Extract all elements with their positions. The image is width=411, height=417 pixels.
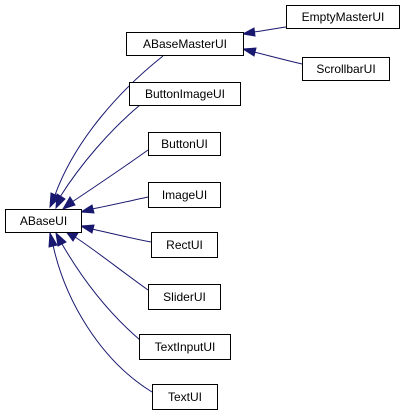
node-abasemasterui[interactable]: ABaseMasterUI bbox=[126, 32, 244, 56]
node-textinputui-label: TextInputUI bbox=[155, 340, 216, 354]
node-buttonui-label: ButtonUI bbox=[161, 137, 208, 151]
node-buttonimageui[interactable]: ButtonImageUI bbox=[129, 82, 241, 106]
edge-buttonimageui-to-abaseui bbox=[59, 104, 141, 198]
node-abaseui[interactable]: ABaseUI bbox=[5, 209, 82, 233]
node-scrollbarui-label: ScrollbarUI bbox=[316, 62, 375, 76]
node-abasemasterui-label: ABaseMasterUI bbox=[143, 37, 227, 51]
node-emptymasterui[interactable]: EmptyMasterUI bbox=[286, 5, 400, 29]
node-textui-label: TextUI bbox=[168, 390, 202, 404]
arrowhead-textui bbox=[48, 231, 58, 248]
node-sliderui[interactable]: SliderUI bbox=[148, 284, 221, 310]
node-sliderui-label: SliderUI bbox=[163, 290, 206, 304]
node-buttonui[interactable]: ButtonUI bbox=[148, 132, 221, 156]
edge-scrollbarui-to-abasemasterui bbox=[253, 51, 303, 65]
edge-imageui-to-abaseui bbox=[91, 196, 149, 210]
arrowhead-buttonimageui bbox=[55, 193, 66, 210]
edge-textui-to-abaseui bbox=[52, 244, 153, 393]
node-rectui-label: RectUI bbox=[166, 238, 203, 252]
edge-emptymasterui-to-abasemasterui bbox=[253, 26, 287, 33]
node-textui[interactable]: TextUI bbox=[152, 384, 218, 410]
arrowhead-imageui bbox=[79, 204, 95, 214]
edge-buttonui-to-abaseui bbox=[71, 149, 149, 203]
node-emptymasterui-label: EmptyMasterUI bbox=[302, 10, 385, 24]
node-scrollbarui[interactable]: ScrollbarUI bbox=[302, 57, 390, 81]
arrowhead-rectui bbox=[79, 224, 95, 234]
node-buttonimageui-label: ButtonImageUI bbox=[145, 87, 225, 101]
node-rectui[interactable]: RectUI bbox=[151, 232, 218, 258]
arrowhead-buttonui bbox=[61, 196, 76, 210]
edge-abasemasterui-to-abaseui bbox=[54, 55, 164, 196]
edge-textinputui-to-abaseui bbox=[61, 243, 141, 341]
arrowhead-emptymasterui bbox=[241, 27, 256, 37]
arrowhead-textinputui bbox=[55, 231, 67, 247]
edge-rectui-to-abaseui bbox=[91, 228, 152, 243]
nodes: ABaseUI ABaseMasterUI EmptyMasterUI Scro… bbox=[5, 5, 400, 410]
arrowhead-scrollbarui bbox=[241, 47, 257, 57]
node-imageui-label: ImageUI bbox=[162, 188, 207, 202]
node-abaseui-label: ABaseUI bbox=[20, 214, 67, 228]
node-textinputui[interactable]: TextInputUI bbox=[139, 334, 231, 360]
edge-sliderui-to-abaseui bbox=[74, 236, 149, 291]
node-imageui[interactable]: ImageUI bbox=[148, 182, 221, 208]
